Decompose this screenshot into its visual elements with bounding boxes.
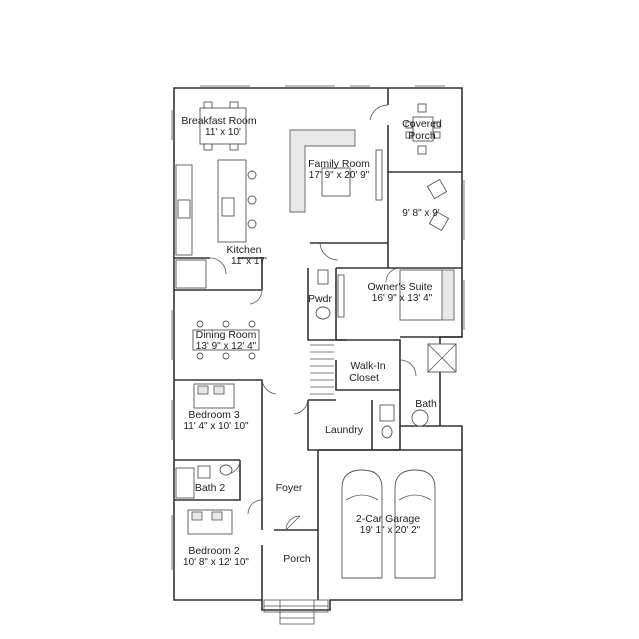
- porch-name: Porch: [283, 553, 311, 565]
- owners-suite-name: Owner's Suite: [367, 281, 432, 293]
- bedroom2-name: Bedroom 2: [188, 545, 240, 557]
- laundry-name: Laundry: [325, 424, 364, 436]
- breakfast-room-size: 11' x 10': [205, 127, 241, 138]
- owner-bath-name: Bath: [415, 398, 437, 410]
- stairs: [310, 344, 334, 395]
- nook-size: 9' 8" x 9': [402, 208, 439, 219]
- family-room-size: 17' 9" x 20' 9": [309, 170, 370, 181]
- owners-suite-size: 16' 9" x 13' 4": [372, 293, 433, 304]
- garage-name: 2-Car Garage: [356, 513, 420, 525]
- breakfast-room-name: Breakfast Room: [181, 115, 257, 127]
- kitchen-size: 11' x 17': [231, 256, 267, 267]
- bedroom2-size: 10' 8" x 12' 10": [183, 557, 249, 568]
- dining-room-name: Dining Room: [196, 329, 257, 341]
- furniture: [175, 101, 457, 625]
- room-labels: Breakfast Room 11' x 10' Covered Porch F…: [181, 115, 442, 568]
- garage-cars: [341, 469, 436, 579]
- covered-porch-name-line1: Covered: [402, 118, 442, 130]
- family-room-name: Family Room: [308, 158, 370, 170]
- walk-in-closet-name-line2: Closet: [349, 372, 379, 384]
- bedroom3-size: 11' 4" x 10' 10": [183, 421, 249, 432]
- covered-porch-name-line2: Porch: [408, 130, 436, 142]
- dining-room-size: 13' 9" x 12' 4": [196, 341, 257, 352]
- bath2-name: Bath 2: [195, 482, 226, 494]
- garage-size: 19' 1" x 20' 2": [360, 525, 421, 536]
- bedroom3-name: Bedroom 3: [188, 409, 240, 421]
- kitchen-name: Kitchen: [226, 244, 261, 256]
- interior-walls: [174, 88, 462, 600]
- walk-in-closet-name-line1: Walk-In: [350, 360, 385, 372]
- powder-room-name: Pwdr: [308, 293, 332, 305]
- foyer-name: Foyer: [276, 482, 303, 494]
- door-swings: [209, 104, 417, 531]
